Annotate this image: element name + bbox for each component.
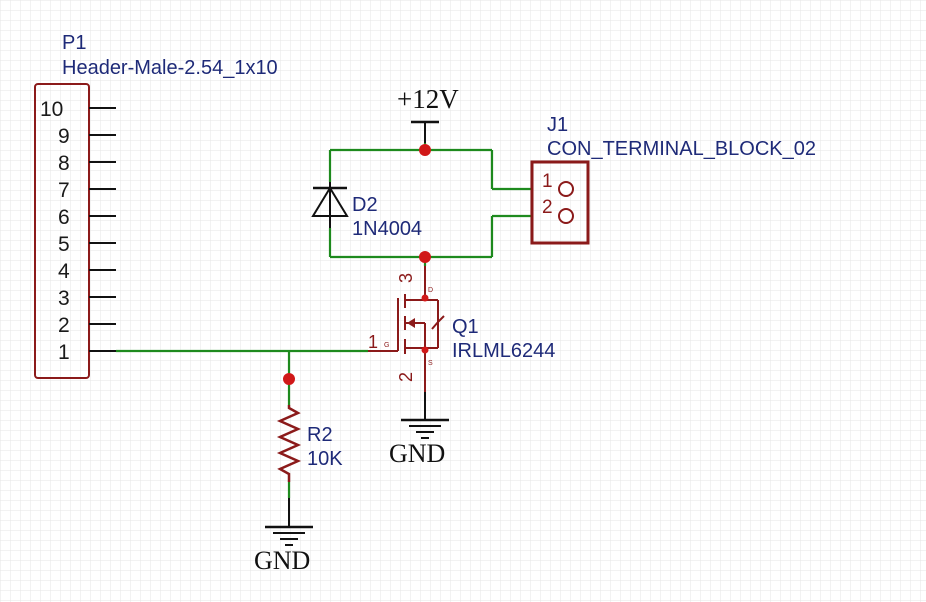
gnd-symbol-r2[interactable]: GND bbox=[254, 498, 313, 575]
resistor-designator: R2 bbox=[307, 424, 333, 446]
junction-dot[interactable] bbox=[421, 294, 429, 302]
resistor-value: 10K bbox=[307, 448, 343, 470]
header-pin-numbers: 10 9 8 7 6 5 4 3 2 1 bbox=[40, 98, 70, 364]
gnd-label: GND bbox=[254, 546, 310, 575]
header-value: Header-Male-2.54_1x10 bbox=[62, 57, 278, 79]
diode-designator: D2 bbox=[352, 194, 378, 216]
mosfet-arrow-icon bbox=[407, 318, 415, 328]
header-pin-lines bbox=[89, 107, 116, 352]
header-body bbox=[34, 83, 90, 379]
mosfet-designator: Q1 bbox=[452, 316, 479, 338]
header-pin-label: 10 bbox=[40, 98, 63, 121]
terminal-pin-label: 1 bbox=[542, 171, 553, 192]
header-p1[interactable]: P1 Header-Male-2.54_1x10 10 9 8 7 6 5 4 … bbox=[34, 32, 278, 379]
body-diode-zener-icon bbox=[431, 315, 445, 330]
terminal-j1[interactable]: J1 CON_TERMINAL_BLOCK_02 1 2 bbox=[530, 114, 816, 245]
resistor-zigzag-icon bbox=[276, 405, 302, 482]
wires bbox=[116, 143, 532, 498]
header-pin-label: 6 bbox=[58, 206, 70, 229]
resistor-r2[interactable]: R2 10K bbox=[276, 405, 343, 482]
header-pin-label: 5 bbox=[58, 233, 70, 256]
gnd-label: GND bbox=[389, 439, 445, 468]
source-letter: S bbox=[428, 360, 433, 367]
diode-triangle-icon bbox=[311, 186, 349, 217]
junction-dot[interactable] bbox=[419, 144, 431, 156]
drain-pin-number: 3 bbox=[396, 273, 416, 283]
drain-letter: D bbox=[428, 287, 433, 294]
diode-d2[interactable]: D2 1N4004 bbox=[311, 182, 422, 240]
source-pin-number: 2 bbox=[396, 372, 416, 382]
mosfet-q1[interactable]: 1 G D S 3 2 Q1 IRLML6244 bbox=[368, 266, 555, 392]
vcc-label: +12V bbox=[397, 84, 459, 114]
header-pin-label: 8 bbox=[58, 152, 70, 175]
terminal-pin-label: 2 bbox=[542, 197, 553, 218]
terminal-body bbox=[530, 160, 590, 245]
diode-value: 1N4004 bbox=[352, 218, 422, 240]
terminal-screw-icon bbox=[558, 208, 574, 224]
junction-dot[interactable] bbox=[283, 373, 295, 385]
mosfet-value: IRLML6244 bbox=[452, 340, 555, 362]
header-designator: P1 bbox=[62, 32, 86, 54]
header-pin-label: 1 bbox=[58, 341, 70, 364]
header-pin-label: 4 bbox=[58, 260, 70, 283]
junctions bbox=[283, 144, 431, 385]
header-pin-label: 7 bbox=[58, 179, 70, 202]
header-pin-label: 2 bbox=[58, 314, 70, 337]
terminal-designator: J1 bbox=[547, 114, 568, 136]
junction-dot[interactable] bbox=[419, 251, 431, 263]
terminal-screw-icon bbox=[558, 181, 574, 197]
junction-dot[interactable] bbox=[421, 346, 429, 354]
header-pin-label: 9 bbox=[58, 125, 70, 148]
gate-pin-number: 1 bbox=[368, 332, 378, 352]
terminal-value: CON_TERMINAL_BLOCK_02 bbox=[547, 138, 816, 160]
gnd-symbol-q1[interactable]: GND bbox=[389, 392, 449, 468]
header-pin-label: 3 bbox=[58, 287, 70, 310]
vcc-flag[interactable]: +12V bbox=[397, 84, 459, 143]
gate-letter: G bbox=[384, 342, 389, 349]
